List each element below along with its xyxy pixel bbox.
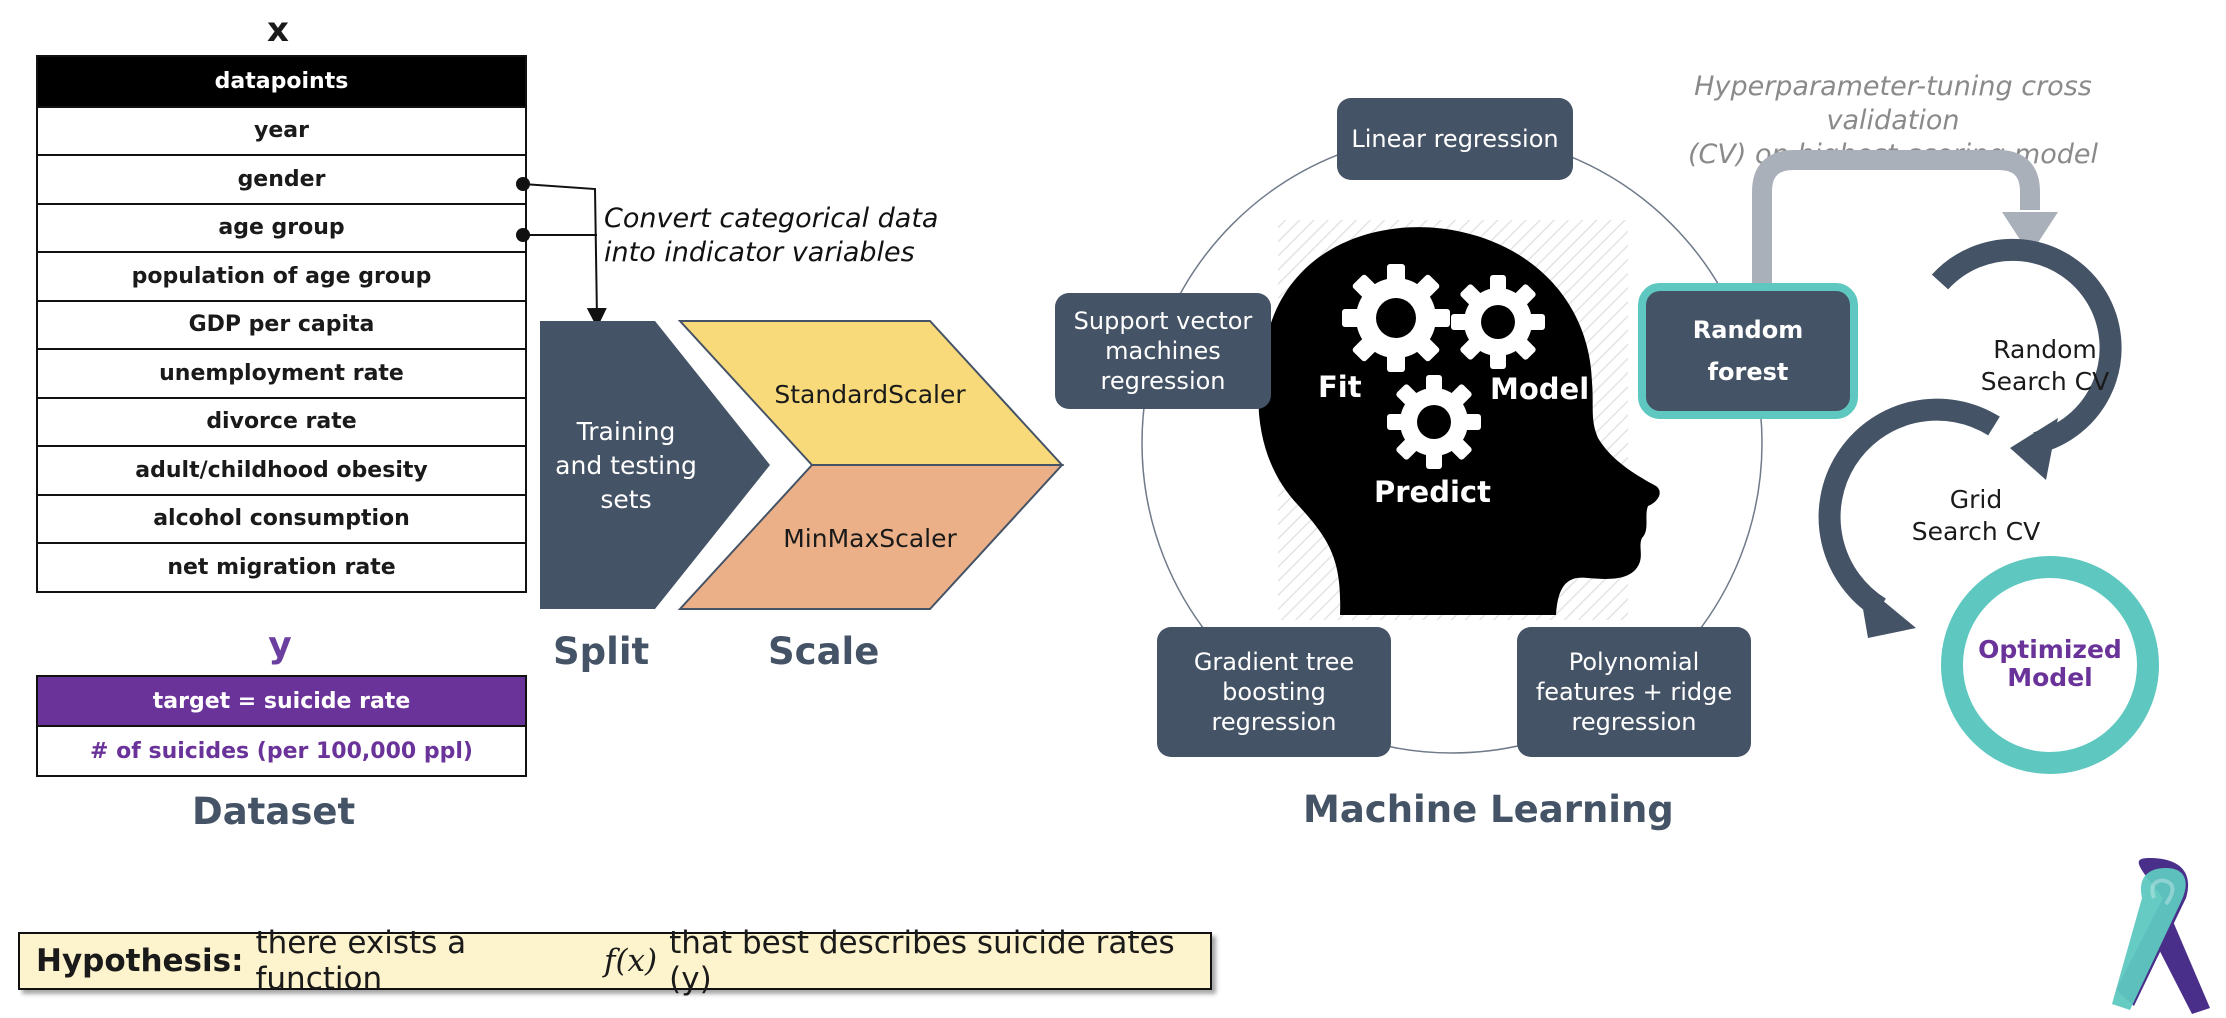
grid-search-loop [1818,398,2000,618]
split-title: Split [553,630,650,673]
cv-flow-arrowhead [2002,212,2058,255]
gradient-boosting-box: Gradient tree boosting regression [1157,627,1391,757]
polynomial-ridge-box: Polynomial features + ridge regression [1517,627,1751,757]
linear-regression-box: Linear regression [1337,98,1573,180]
split-box-label: Training and testing sets [555,417,697,514]
predict-label: Predict [1374,475,1491,509]
svm-regression-box: Support vector machines regression [1055,293,1271,409]
gears-group [1342,264,1545,469]
fit-label: Fit [1318,370,1362,404]
gear-icon [1387,375,1481,469]
table-row: adult/childhood obesity [38,445,525,494]
hypothesis-function: f(x) [603,943,658,979]
random-search-loop [1931,238,2122,454]
x-label: x [267,10,289,50]
random-search-label: Random Search CV [1980,335,2110,396]
gender-connector [522,183,607,328]
ml-title: Machine Learning [1303,788,1674,831]
split-scale-shapes [540,320,1065,610]
table-row: age group [38,202,525,252]
cv-flow-arrow [1752,150,2040,283]
table-row: year [38,105,525,155]
target-table: target = suicide rate # of suicides (per… [36,675,527,777]
scale-title: Scale [768,630,880,673]
standard-scaler-label: StandardScaler [774,380,966,409]
random-forest-box: Random forest [1638,283,1858,419]
hypothesis-box: Hypothesis: there exists a function f(x)… [18,925,1212,997]
minmax-scaler-label: MinMaxScaler [783,524,957,553]
table-row: alcohol consumption [38,493,525,543]
gear-icon [1451,275,1545,369]
split-chevron [540,321,770,609]
dataset-title: Dataset [192,790,356,833]
random-search-arrowhead [2010,418,2058,480]
table-row: divorce rate [38,396,525,446]
optimized-model-label: Optimized Model [1978,635,2122,692]
y-label: y [268,625,292,666]
hypothesis-text-post: that best describes suicide rates (y) [669,925,1175,997]
table-row: net migration rate [38,542,525,591]
model-label: Model [1490,372,1590,406]
hypothesis-text-pre: there exists a function [255,925,467,997]
target-row: target = suicide rate [38,677,525,725]
minmax-scaler-shape [677,464,1065,610]
table-row: GDP per capita [38,299,525,349]
optimized-model-ring [1941,556,2159,774]
table-row: gender [38,154,525,203]
table-header: datapoints [38,57,525,106]
hypothesis-label: Hypothesis: [36,943,244,979]
table-row: population of age group [38,251,525,300]
grid-search-label: Grid Search CV [1911,485,2041,546]
table-row: unemployment rate [38,348,525,397]
convert-note: Convert categorical data into indicator … [604,203,939,268]
cv-graphic [1752,150,2159,774]
ribbon-icon [2112,858,2210,1014]
grid-search-arrowhead [1858,580,1916,638]
features-table: datapoints year gender age group populat… [36,55,527,593]
target-unit-row: # of suicides (per 100,000 ppl) [38,725,525,775]
gear-icon [1342,264,1450,372]
